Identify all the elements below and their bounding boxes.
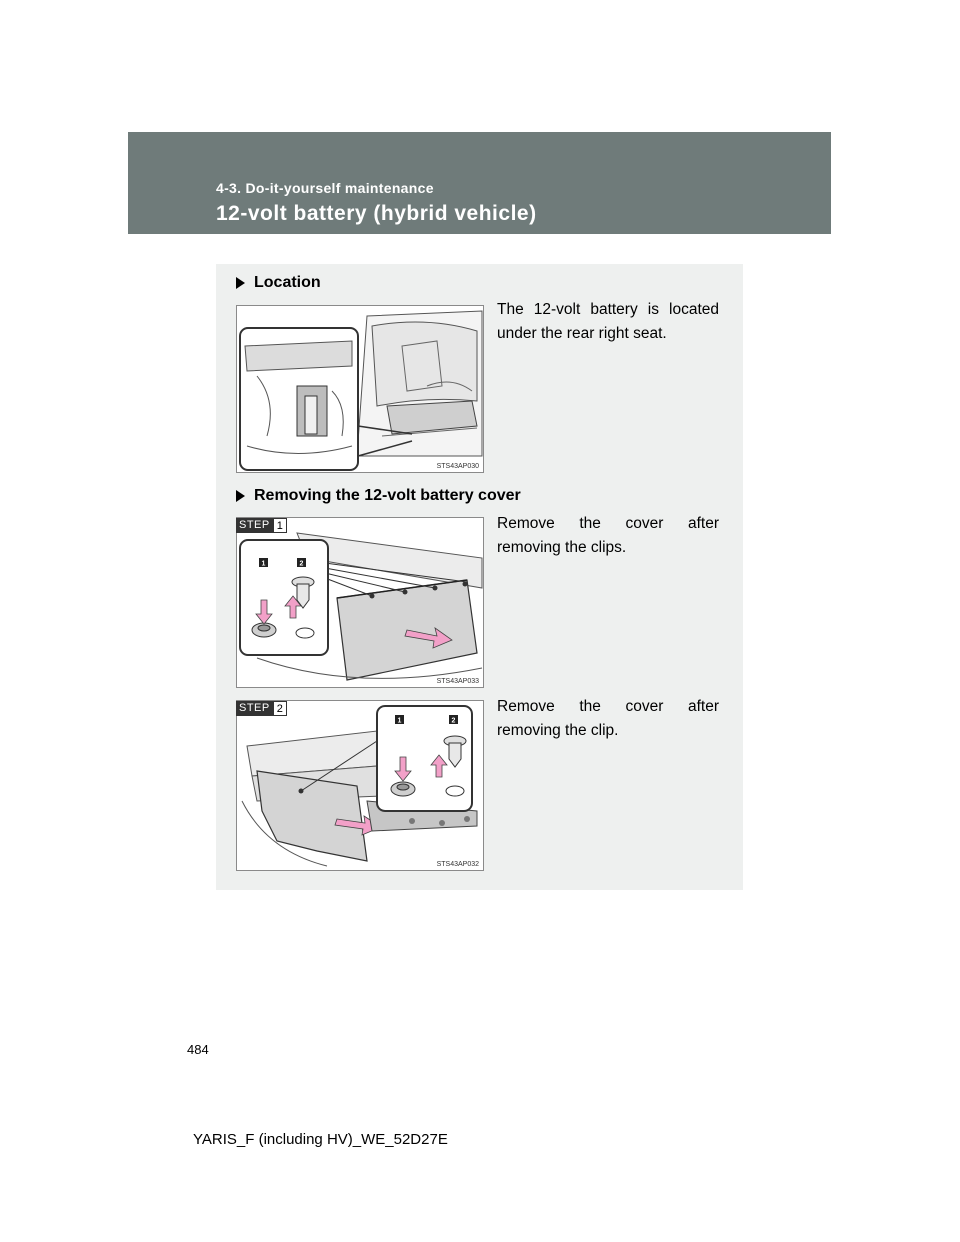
step-number: 2	[272, 701, 287, 716]
step1-description: Remove the cover after removing the clip…	[497, 515, 719, 556]
location-description: The 12-volt battery is located under the…	[497, 301, 719, 342]
page-title: 12-volt battery (hybrid vehicle)	[216, 202, 537, 225]
section-label: 4-3. Do-it-yourself maintenance	[216, 180, 434, 196]
step1-badge: STEP 1	[236, 518, 287, 533]
callout-2: 2	[300, 561, 304, 568]
triangle-bullet-icon	[236, 277, 245, 289]
step2-description: Remove the cover after removing the clip…	[497, 698, 719, 739]
step-number: 1	[272, 518, 287, 533]
battery-location-illustration	[239, 310, 483, 471]
chapter-header: 4-3. Do-it-yourself maintenance 12-volt …	[128, 132, 831, 234]
location-heading-text: Location	[254, 274, 321, 291]
figure-code: STS43AP032	[436, 861, 479, 868]
triangle-bullet-icon	[236, 490, 245, 502]
removing-heading: Removing the 12-volt battery cover	[236, 487, 521, 505]
step-label: STEP	[236, 701, 273, 716]
step2-badge: STEP 2	[236, 701, 287, 716]
callout-1: 1	[262, 561, 266, 568]
location-figure: STS43AP030	[236, 305, 484, 473]
step-label: STEP	[236, 518, 273, 533]
figure-code: STS43AP033	[436, 678, 479, 685]
removing-heading-text: Removing the 12-volt battery cover	[254, 487, 521, 504]
callout-2: 2	[452, 718, 456, 725]
step2-figure: 1 2 STS43AP032	[236, 700, 484, 871]
clip-removal-illustration: 1 2	[241, 705, 478, 867]
location-heading: Location	[236, 274, 321, 292]
figure-code: STS43AP030	[436, 463, 479, 470]
step1-figure: 1 2 STS43AP033	[236, 517, 484, 688]
clips-removal-illustration: 1 2	[239, 532, 483, 681]
callout-1: 1	[398, 718, 402, 725]
page-number: 484	[187, 1042, 209, 1057]
footer-code: YARIS_F (including HV)_WE_52D27E	[193, 1131, 448, 1148]
